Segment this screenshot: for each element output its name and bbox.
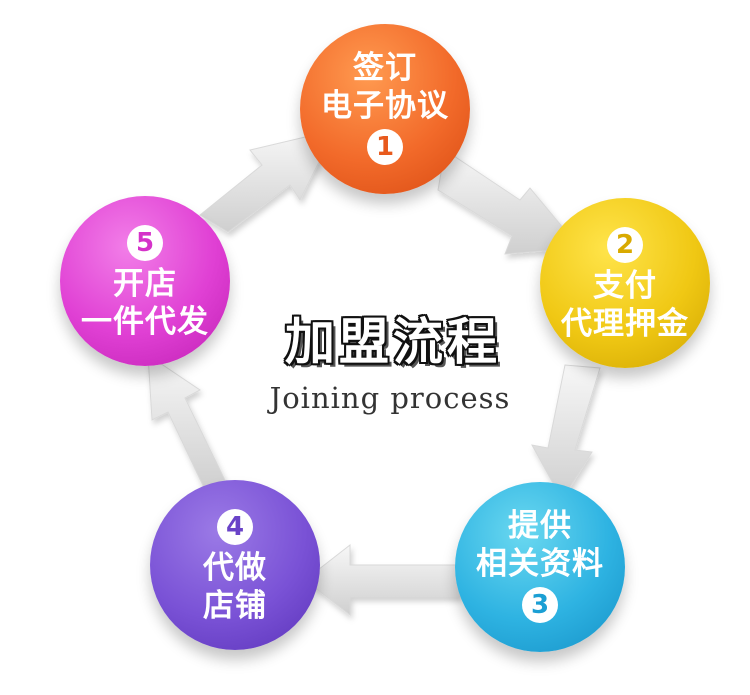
step-2-pay-deposit: 2 支付 代理押金 xyxy=(540,198,710,368)
arrow-1-to-2 xyxy=(437,149,582,255)
arrow-2-to-3 xyxy=(531,364,601,501)
step-4-line-2: 店铺 xyxy=(203,588,267,624)
arrow-5-to-1 xyxy=(199,129,336,233)
arrow-3-to-4 xyxy=(304,543,461,617)
center-title-chinese: 加盟流程 xyxy=(285,313,501,371)
center-title-english: Joining process xyxy=(269,381,511,415)
step-3-provide-materials: 提供 相关资料 3 xyxy=(455,482,625,652)
step-4-build-store: 4 代做 店铺 xyxy=(150,480,320,650)
step-5-open-store: 5 开店 一件代发 xyxy=(60,196,230,366)
step-4-line-1: 代做 xyxy=(203,550,267,586)
step-1-line-2: 电子协议 xyxy=(321,88,449,124)
step-3-line-2: 相关资料 xyxy=(476,546,604,582)
step-5-number-badge: 5 xyxy=(127,225,163,261)
step-3-number-badge: 3 xyxy=(522,587,558,623)
step-2-line-2: 代理押金 xyxy=(561,306,689,342)
step-5-line-2: 一件代发 xyxy=(81,304,209,340)
step-2-line-1: 支付 xyxy=(593,268,657,304)
step-1-number-badge: 1 xyxy=(367,129,403,165)
step-1-sign-agreement: 签订 电子协议 1 xyxy=(300,24,470,194)
arrow-4-to-5 xyxy=(147,354,226,491)
step-5-line-1: 开店 xyxy=(113,266,177,302)
step-3-line-1: 提供 xyxy=(508,508,572,544)
step-2-number-badge: 2 xyxy=(607,227,643,263)
step-4-number-badge: 4 xyxy=(217,509,253,545)
step-1-line-1: 签订 xyxy=(353,50,417,86)
